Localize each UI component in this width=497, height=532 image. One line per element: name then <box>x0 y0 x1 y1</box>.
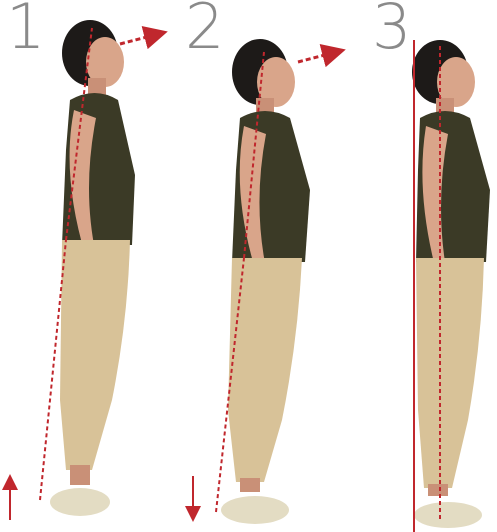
gaze-arrow-2 <box>298 51 340 62</box>
gaze-arrow-1 <box>120 33 162 44</box>
woman-figure-2 <box>221 39 310 524</box>
woman-figure-3 <box>412 40 490 528</box>
